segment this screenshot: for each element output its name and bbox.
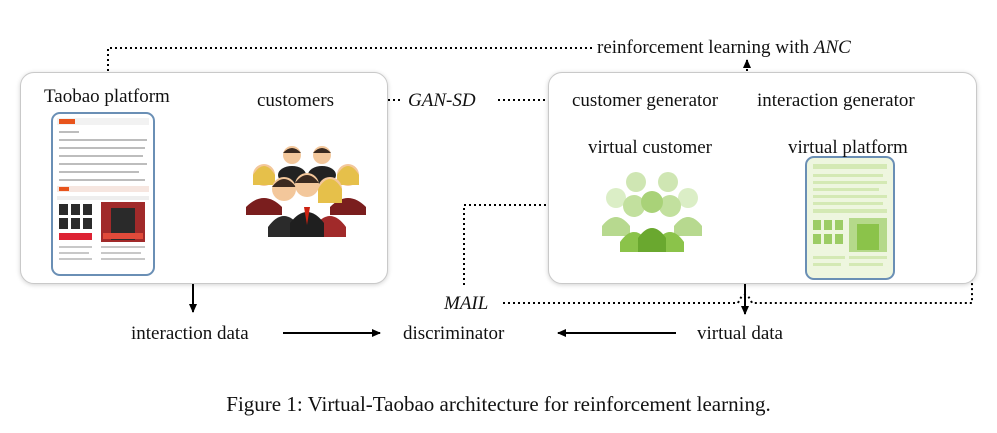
figure-caption: Figure 1: Virtual-Taobao architecture fo… [226,392,771,416]
virtual-customer-label: virtual customer [588,137,712,158]
interaction-data-label: interaction data [131,323,249,344]
virtual-platform-label: virtual platform [788,137,908,158]
virtual-customers-crowd-icon [602,172,702,252]
mail-label: MAIL [444,293,489,314]
customer-generator-label: customer generator [572,90,719,111]
virtual-platform-screenshot [805,156,895,280]
taobao-platform-title: Taobao platform [44,86,170,107]
anc-label-emph: ANC [813,37,851,58]
customers-crowd-icon [246,146,366,237]
gan-sd-label: GAN-SD [408,90,476,111]
virtual-taobao-panel [548,72,977,284]
anc-label: reinforcement learning with ANC [597,37,851,59]
anc-dotted-to-taobao-line [104,47,592,81]
mail-dotted-to-customer-line [463,201,557,285]
interaction-generator-label: interaction generator [757,90,915,111]
virtual-data-label: virtual data [697,323,783,344]
anc-label-prefix: reinforcement learning with [597,37,814,58]
customers-label: customers [257,90,335,111]
discriminator-label: discriminator [403,323,505,344]
taobao-phone-screenshot [51,112,155,276]
mail-dotted-to-generator-line [503,96,973,304]
